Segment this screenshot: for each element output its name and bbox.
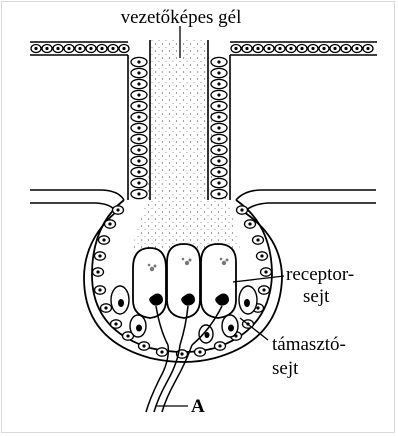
cell-nucleus xyxy=(78,47,81,50)
cell-nucleus xyxy=(248,222,251,225)
cell-nucleus xyxy=(100,47,103,50)
cell-nucleus xyxy=(217,104,220,107)
cell-nucleus xyxy=(217,115,220,118)
cell-nucleus xyxy=(240,208,243,211)
cell-nucleus xyxy=(137,60,140,63)
cell-nucleus xyxy=(234,47,237,50)
cell-nucleus xyxy=(260,254,263,257)
cell-nucleus xyxy=(114,322,117,325)
cell-nucleus xyxy=(111,47,114,50)
receptor-cells xyxy=(133,244,236,318)
cell-nucleus xyxy=(217,126,220,129)
cell-nucleus xyxy=(217,137,220,140)
cell-nucleus xyxy=(322,47,325,50)
cell-nucleus xyxy=(217,93,220,96)
cell-nucleus xyxy=(137,71,140,74)
cell-nucleus xyxy=(96,270,99,273)
cell-nucleus xyxy=(256,238,259,241)
cell-nucleus xyxy=(137,93,140,96)
cell-nucleus xyxy=(98,288,101,291)
cell-nucleus xyxy=(300,47,303,50)
cell-nucleus xyxy=(137,104,140,107)
cell-nucleus xyxy=(137,82,140,85)
cell-nucleus xyxy=(122,47,125,50)
cell-nucleus xyxy=(137,181,140,184)
receptor-cell-label-line2: sejt xyxy=(303,286,330,307)
receptor-cell-label-line1: receptor- xyxy=(286,264,354,285)
cell-nucleus xyxy=(67,47,70,50)
cell-nucleus xyxy=(289,47,292,50)
cell-nucleus xyxy=(278,47,281,50)
cell-nucleus xyxy=(311,47,314,50)
cell-nucleus xyxy=(256,47,259,50)
cell-nucleus xyxy=(217,60,220,63)
support-cell-label-line1: támasztó- xyxy=(272,334,346,355)
cell-nucleus xyxy=(137,126,140,129)
cell-nucleus xyxy=(217,181,220,184)
support-cell-label-line2: sejt xyxy=(272,358,299,379)
cell-nucleus xyxy=(137,148,140,151)
cell-nucleus xyxy=(355,47,358,50)
cell-nucleus xyxy=(262,288,265,291)
cell-nucleus xyxy=(89,47,92,50)
cell-nucleus xyxy=(56,47,59,50)
cell-nucleus xyxy=(217,148,220,151)
cell-nucleus xyxy=(267,47,270,50)
cell-nucleus xyxy=(160,350,163,353)
cell-nucleus xyxy=(217,192,220,195)
cell-nucleus xyxy=(102,238,105,241)
cell-nucleus xyxy=(217,82,220,85)
cell-nucleus xyxy=(137,170,140,173)
cell-nucleus xyxy=(366,47,369,50)
nerve-label: A xyxy=(191,396,205,417)
cell-nucleus xyxy=(45,47,48,50)
gel-label: vezetőképes gél xyxy=(121,7,242,28)
cell-nucleus xyxy=(217,170,220,173)
cell-nucleus xyxy=(264,270,267,273)
cell-nucleus xyxy=(126,334,129,337)
cell-nucleus xyxy=(218,344,221,347)
cell-nucleus xyxy=(98,254,101,257)
cell-nucleus xyxy=(116,208,119,211)
cell-nucleus xyxy=(137,115,140,118)
cell-nucleus xyxy=(198,350,201,353)
cell-nucleus xyxy=(333,47,336,50)
cell-nucleus xyxy=(245,47,248,50)
cell-nucleus xyxy=(256,306,259,309)
cell-nucleus xyxy=(217,71,220,74)
cell-nucleus xyxy=(137,159,140,162)
cell-nucleus xyxy=(142,344,145,347)
cell-nucleus xyxy=(34,47,37,50)
cell-nucleus xyxy=(180,352,183,355)
cell-nucleus xyxy=(344,47,347,50)
cell-nucleus xyxy=(108,222,111,225)
cell-nucleus xyxy=(137,192,140,195)
cell-nucleus xyxy=(217,159,220,162)
cell-nucleus xyxy=(104,306,107,309)
cell-nucleus xyxy=(137,137,140,140)
